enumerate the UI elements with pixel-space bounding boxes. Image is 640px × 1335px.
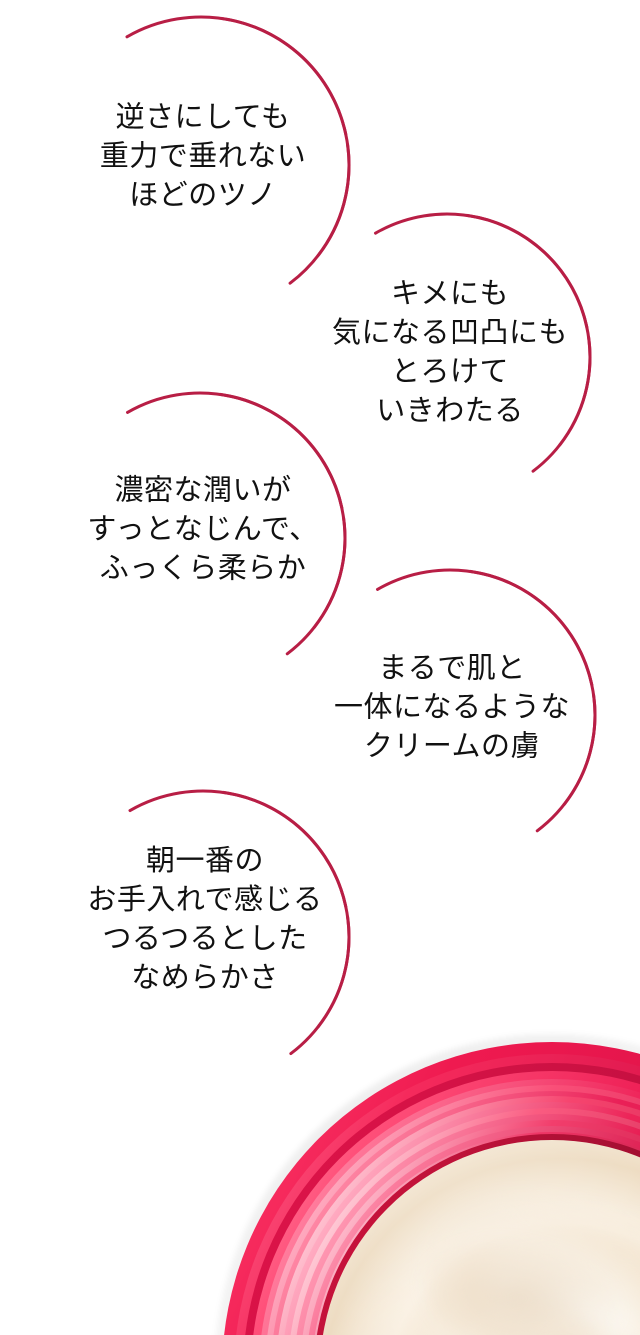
bubble-outline-tail xyxy=(312,516,347,629)
bubble-line: クリームの虜 xyxy=(363,730,541,763)
bubble-line: 重力で垂れない xyxy=(99,140,307,173)
bubble-line: ふっくら柔らか xyxy=(99,552,307,585)
bubble-text-2: キメにも気になる凹凸にもとろけていきわたる xyxy=(332,275,568,431)
bubble-text-3: 濃密な潤いがすっとなじんで、ふっくら柔らか xyxy=(87,472,318,589)
bubble-outline-tail xyxy=(316,915,351,1029)
bubble-line: 朝一番の xyxy=(145,845,265,877)
bubble-line: いきわたる xyxy=(376,395,524,427)
bubble-line: 気になる凹凸にも xyxy=(331,317,569,349)
bubble-line: なめらかさ xyxy=(131,962,279,994)
bubble-line: すっとなじんで、 xyxy=(87,513,319,546)
bubble-outline-tail xyxy=(316,142,351,258)
bubble-line: つるつるとした xyxy=(102,923,308,955)
bubble-line: ほどのツノ xyxy=(129,179,277,212)
bubble-text-1: 逆さにしても重力で垂れないほどのツノ xyxy=(100,99,307,216)
bubble-line: とろけて xyxy=(390,356,510,388)
bubble-text-5: 朝一番のお手入れで感じるつるつるとしたなめらかさ xyxy=(87,842,322,998)
bubble-text-4: まるで肌と一体になるようなクリームの虜 xyxy=(334,650,570,767)
bubble-line: 一体になるような xyxy=(333,691,571,724)
bubble-line: お手入れで感じる xyxy=(87,884,323,916)
bubble-line: 逆さにしても xyxy=(115,101,291,134)
bubble-line: 濃密な潤いが xyxy=(114,474,292,507)
bubble-line: キメにも xyxy=(390,278,510,310)
bubble-line: まるで肌と xyxy=(378,652,526,685)
